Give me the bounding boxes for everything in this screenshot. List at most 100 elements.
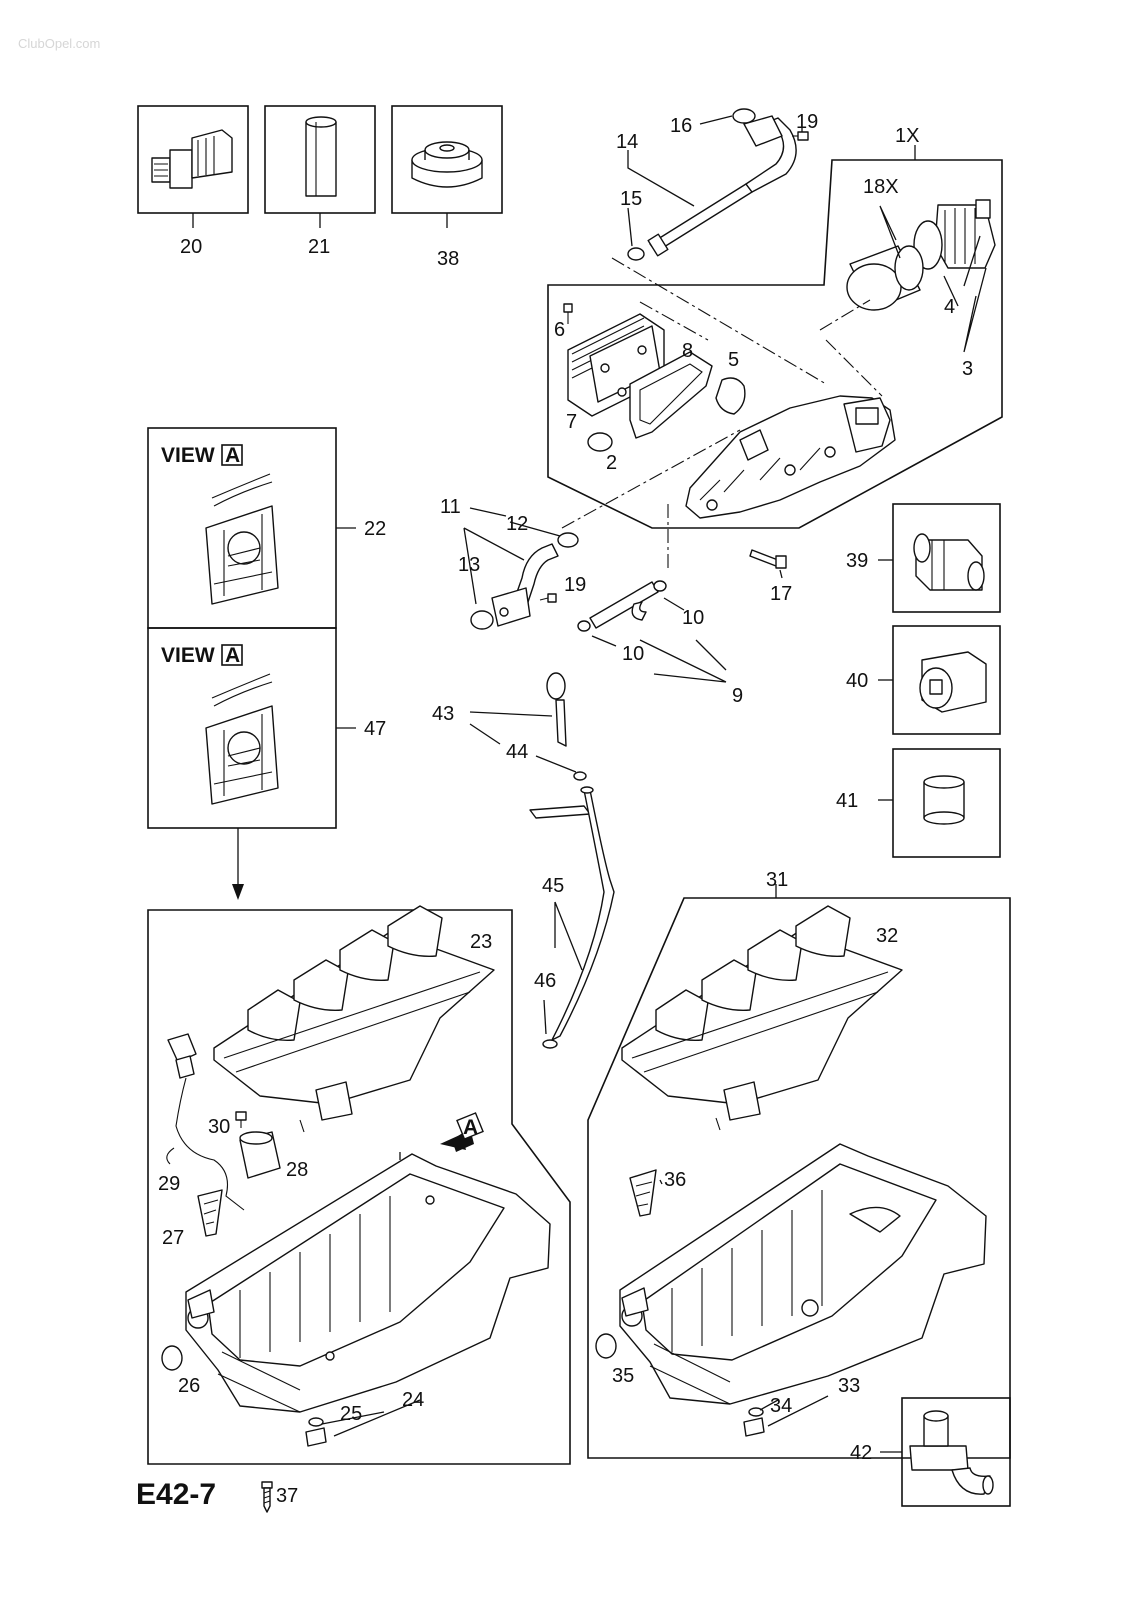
oil-filter-element (846, 245, 924, 311)
callout-42: 42 (850, 1442, 872, 1464)
callout-19-lower: 19 (564, 574, 586, 596)
callout-29: 29 (158, 1173, 180, 1195)
callout-41: 41 (836, 790, 858, 812)
callout-23: 23 (470, 931, 492, 953)
dipstick-43 (469, 672, 587, 781)
oil-pipe-9 (577, 580, 727, 683)
oil-level-sensor-28 (239, 1131, 281, 1179)
callout-36: 36 (664, 1169, 686, 1191)
callout-27: 27 (162, 1227, 184, 1249)
view-a-panel-22: VIEW A (147, 427, 356, 629)
seal-35 (595, 1333, 617, 1359)
inset-part-42 (880, 1397, 1011, 1507)
callout-10-left: 10 (622, 643, 644, 665)
oil-pan-33 (619, 1143, 987, 1405)
callout-24: 24 (402, 1389, 424, 1411)
callout-47: 47 (364, 718, 386, 740)
callout-5: 5 (728, 349, 739, 371)
callout-28: 28 (286, 1159, 308, 1181)
inset-part-21 (264, 105, 376, 228)
oil-filter-housing (685, 395, 896, 519)
oil-pipe-11 (463, 507, 579, 630)
callout-39: 39 (846, 550, 868, 572)
callout-26: 26 (178, 1375, 200, 1397)
callout-13: 13 (458, 554, 480, 576)
callout-34: 34 (770, 1395, 792, 1417)
view-arrow-down (232, 828, 244, 900)
bolt-17 (749, 549, 787, 579)
oil-filter-cap (934, 199, 996, 269)
bedplate-23 (213, 905, 495, 1133)
callout-33: 33 (838, 1375, 860, 1397)
o-ring-46 (542, 1039, 558, 1049)
oil-level-sensor-harness-29 (166, 1033, 245, 1211)
gasket-8 (629, 351, 713, 439)
callout-43: 43 (432, 703, 454, 725)
callout-20: 20 (180, 236, 202, 258)
callout-7: 7 (566, 411, 577, 433)
watermark: ClubOpel.com (18, 36, 100, 51)
bolt-6 (563, 303, 573, 324)
oil-strainer-36 (629, 1169, 657, 1217)
view-label-47: VIEW (161, 644, 215, 667)
oil-pan-group-right (587, 884, 1011, 1459)
inset-part-39 (878, 503, 1001, 613)
view-marker-arrow: A (463, 1116, 478, 1139)
bolt-30 (235, 1111, 247, 1128)
o-ring-12 (557, 532, 579, 548)
o-ring-13 (470, 610, 494, 630)
callout-14: 14 (616, 131, 638, 153)
screw-37-icon (261, 1481, 273, 1513)
footnote-37: 37 (276, 1485, 298, 1507)
callout-21: 21 (308, 236, 330, 258)
callout-38: 38 (437, 248, 459, 270)
o-ring-15 (627, 247, 645, 261)
callout-30: 30 (208, 1116, 230, 1138)
drain-plug-24 (305, 1427, 327, 1447)
callout-11: 11 (440, 496, 461, 518)
callout-9: 9 (732, 685, 743, 707)
oil-pan-group-left: A (147, 905, 571, 1465)
callout-31: 31 (766, 869, 788, 891)
view-a-arrow: A (440, 1112, 484, 1152)
drain-plug-33 (743, 1417, 765, 1437)
callout-46: 46 (534, 970, 556, 992)
inset-part-41 (878, 748, 1001, 858)
callout-10-right: 10 (682, 607, 704, 629)
callout-18x: 18X (863, 176, 899, 198)
callout-16: 16 (670, 115, 692, 137)
bolt-19-top (792, 131, 809, 141)
oil-pipe-14 (627, 108, 809, 261)
callout-44: 44 (506, 741, 528, 763)
o-ring-10-left (577, 620, 591, 632)
callout-17: 17 (770, 583, 792, 605)
view-marker-22: A (225, 444, 240, 467)
o-ring-44 (573, 771, 587, 781)
inset-part-20 (137, 105, 249, 228)
callout-6: 6 (554, 319, 565, 341)
callout-35: 35 (612, 1365, 634, 1387)
callout-12: 12 (506, 513, 528, 535)
diagram-code: E42-7 (136, 1478, 216, 1511)
view-marker-47: A (225, 644, 240, 667)
bolt-19-lower (539, 593, 557, 603)
callout-45: 45 (542, 875, 564, 897)
callout-8: 8 (682, 340, 693, 362)
inset-part-38 (391, 105, 503, 228)
view-a-panel-47: VIEW A (147, 627, 356, 829)
o-ring-10-right (653, 580, 667, 592)
inset-part-40 (878, 625, 1001, 735)
callout-22: 22 (364, 518, 386, 540)
washer-25 (308, 1417, 324, 1427)
callout-4: 4 (944, 296, 955, 318)
oil-cooler-assembly-group (547, 145, 1003, 568)
callout-19-top: 19 (796, 111, 818, 133)
washer-34 (748, 1407, 764, 1417)
callout-15: 15 (620, 188, 642, 210)
dipstick-guide-tube-45 (529, 786, 615, 1049)
callout-3: 3 (962, 358, 973, 380)
callout-40: 40 (846, 670, 868, 692)
seal-26 (161, 1345, 183, 1371)
callout-32: 32 (876, 925, 898, 947)
